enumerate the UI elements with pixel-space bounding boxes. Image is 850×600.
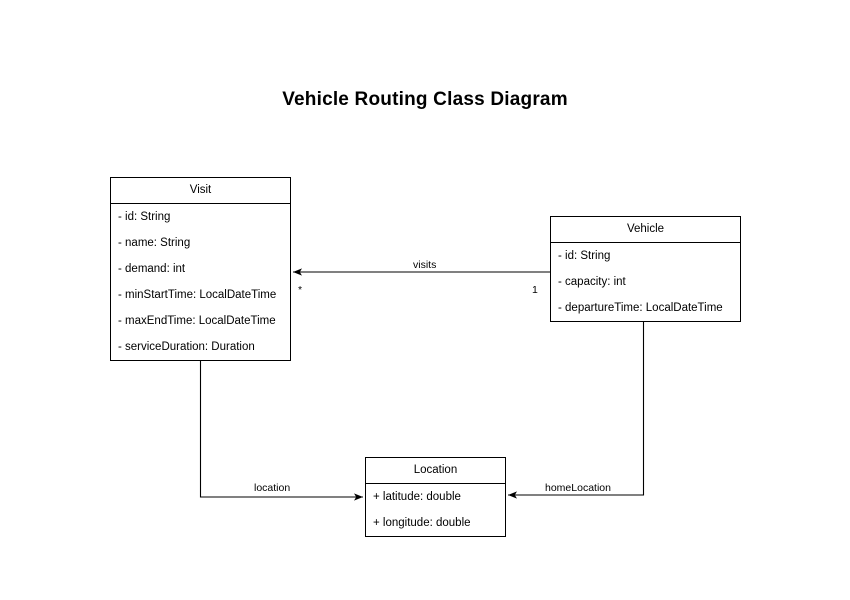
uml-attribute: - departureTime: LocalDateTime [558, 302, 723, 314]
uml-class-visit[interactable]: Visit - id: String - name: String - dema… [110, 177, 291, 361]
edge-multiplicity-visit: * [298, 284, 303, 296]
uml-class-vehicle-name: Vehicle [551, 217, 740, 243]
page-title: Vehicle Routing Class Diagram [282, 89, 568, 110]
uml-attribute: + longitude: double [373, 517, 471, 529]
uml-attribute: - name: String [118, 237, 191, 249]
uml-attribute: - serviceDuration: Duration [118, 341, 255, 353]
uml-class-location[interactable]: Location + latitude: double + longitude:… [365, 457, 506, 537]
edge-homelocation [508, 322, 645, 499]
uml-attribute: - id: String [558, 250, 611, 262]
uml-attribute: + latitude: double [373, 491, 461, 503]
uml-attribute: - id: String [118, 211, 171, 223]
uml-class-visit-name: Visit [111, 178, 290, 204]
edge-label-location: location [254, 482, 291, 494]
uml-class-vehicle-attributes: - id: String - capacity: int - departure… [551, 243, 740, 321]
edge-label-visits: visits [413, 259, 437, 271]
uml-attribute: - minStartTime: LocalDateTime [118, 289, 277, 301]
uml-attribute: - demand: int [118, 263, 186, 275]
edge-location [199, 361, 363, 501]
uml-attribute: - maxEndTime: LocalDateTime [118, 315, 276, 327]
uml-class-location-attributes: + latitude: double + longitude: double [366, 484, 505, 536]
uml-class-visit-attributes: - id: String - name: String - demand: in… [111, 204, 290, 360]
edge-label-homelocation: homeLocation [545, 482, 611, 494]
edge-multiplicity-vehicle: 1 [532, 284, 538, 296]
uml-attribute: - capacity: int [558, 276, 626, 288]
uml-class-location-name: Location [366, 458, 505, 484]
uml-class-vehicle[interactable]: Vehicle - id: String - capacity: int - d… [550, 216, 741, 322]
